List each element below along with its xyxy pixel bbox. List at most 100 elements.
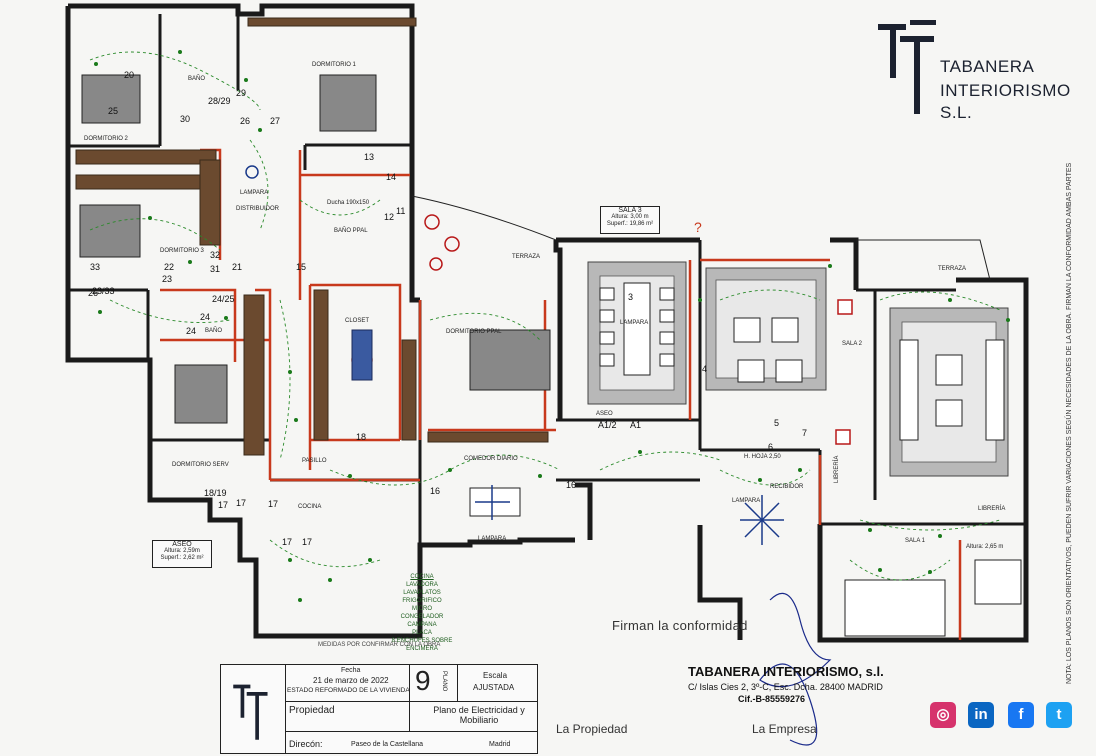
- terrace-edge: [411, 195, 557, 241]
- circuit-number: 31: [210, 264, 220, 274]
- room-label: RECIBIDOR: [770, 484, 804, 490]
- sala3-info-box: SALA 3 Altura: 3,00 m Superf.: 19,86 m²: [600, 206, 660, 234]
- beds: [79, 74, 551, 424]
- room-label: SALA 2: [842, 341, 863, 347]
- terrace-edge-2: [856, 239, 991, 281]
- circuit-number: 21: [232, 262, 242, 272]
- fecha-value: 21 de marzo de 2022: [313, 676, 389, 685]
- circuit-number: 6: [768, 442, 773, 452]
- circuit-number: 29: [236, 88, 246, 98]
- plano-label: PLANO: [441, 671, 447, 692]
- direccion-value: Paseo de la Castellana: [351, 741, 423, 748]
- circuit-number: A1: [630, 420, 641, 430]
- room-label: COCINA: [298, 504, 321, 510]
- room-label: LIBRERÍA: [978, 505, 1005, 512]
- room-label: LIBRERÍA: [833, 456, 840, 483]
- circuit-number: 28/29: [208, 96, 231, 106]
- circuit-number: 23: [162, 274, 172, 284]
- room-label: Altura: 2,65 m: [966, 544, 1003, 550]
- plano-descripcion: Plano de Electricidad y Mobiliario: [433, 705, 525, 725]
- circuit-number: 33: [90, 262, 100, 272]
- kitchen-list-item: LAVADORA: [406, 582, 438, 588]
- circuit-number: 11: [396, 206, 405, 216]
- circuit-number: 32: [210, 250, 220, 260]
- brand-line1: TABANERA: [940, 57, 1035, 76]
- kitchen-list-item: MICRO: [412, 606, 432, 612]
- kitchen-list-title: COCINA: [410, 574, 434, 580]
- signature-empresa: La Empresa: [752, 722, 817, 736]
- room-label: LAMPARA: [732, 498, 760, 504]
- planters: [424, 214, 460, 271]
- circuit-number: 15: [296, 262, 306, 272]
- sala3-title: SALA 3: [618, 207, 642, 214]
- circuit-number: 26: [240, 116, 250, 126]
- living-furniture: [733, 317, 1022, 637]
- circuit-number: 17: [268, 499, 278, 509]
- circuit-number: 22: [164, 262, 174, 272]
- circuit-number: 18/19: [204, 488, 227, 498]
- direccion-label: Direcón:: [289, 739, 323, 749]
- circuit-number: 20: [124, 70, 134, 80]
- circuit-number: 14: [386, 172, 396, 182]
- room-label: BAÑO: [188, 75, 205, 82]
- pillar-red-1: [837, 299, 853, 315]
- title-block-logo-icon: [233, 684, 268, 740]
- kitchen-list-item: CAMPANA: [407, 622, 437, 628]
- aseo-title: ASEO: [172, 541, 192, 548]
- signature-propiedad: La Propiedad: [556, 722, 628, 736]
- room-label: LAMPARA: [620, 320, 648, 326]
- room-label: DORMITORIO 1: [312, 62, 357, 68]
- side-note: NOTA: LOS PLANOS SON ORIENTATIVOS, PUEDE…: [1066, 162, 1073, 684]
- circuit-number: 16: [566, 480, 576, 490]
- plano-number: 9: [415, 665, 431, 696]
- instagram-icon[interactable]: ◎: [930, 702, 956, 728]
- room-label: Ducha 190x150: [327, 200, 370, 206]
- aseo-altura: Altura: 2,59m: [164, 548, 200, 554]
- company-cif: Cif.-B-85559276: [738, 694, 806, 704]
- sala3-superf: Superf.: 19,86 m²: [606, 221, 654, 227]
- circuit-number: 13: [364, 152, 374, 162]
- room-label: SALA 1: [905, 538, 926, 544]
- circuit-number: 5: [774, 418, 779, 428]
- circuit-number: 17: [236, 498, 246, 508]
- kitchen-list-item: CONGELADOR: [400, 614, 444, 620]
- tabanera-logo-icon: [878, 20, 936, 114]
- fecha-label: Fecha: [341, 667, 361, 674]
- brand-line2: INTERIORISMO S.L.: [940, 81, 1071, 122]
- twitter-icon[interactable]: t: [1046, 702, 1072, 728]
- kitchen-list-item: LAVAPLATOS: [403, 590, 441, 596]
- electric-points: [94, 50, 1010, 602]
- kitchen-list-item: PLACA: [412, 630, 432, 636]
- electric-circuits: [89, 51, 1001, 581]
- firman-label: Firman la conformidad: [612, 618, 748, 633]
- aseo-info-box: ASEO Altura: 2,59m Superf.: 2,62 m²: [152, 540, 212, 568]
- circuit-number: 24: [186, 326, 196, 336]
- circuit-number: A1/2: [598, 420, 617, 430]
- circuit-number: 17: [282, 537, 292, 547]
- circuit-number: 4: [702, 364, 707, 374]
- escala-value: AJUSTADA: [473, 683, 515, 692]
- pillar-red-2: [835, 429, 851, 445]
- circuit-number: 30: [180, 114, 190, 124]
- room-label: LAMPARA: [240, 190, 268, 196]
- circuit-number: 23/33: [92, 286, 115, 296]
- room-label: ASEO: [596, 411, 613, 417]
- room-label: LAMPARA: [478, 536, 506, 542]
- aseo-superf: Superf.: 2,62 m²: [160, 555, 204, 561]
- signature-scribble: [759, 592, 832, 746]
- circuit-number: 16: [430, 486, 440, 496]
- linkedin-icon[interactable]: in: [968, 702, 994, 728]
- room-label: DORMITORIO 3: [160, 248, 205, 254]
- brand-wordmark: TABANERA INTERIORISMO S.L.: [940, 56, 1096, 124]
- facebook-icon[interactable]: f: [1008, 702, 1034, 728]
- new-partitions: [160, 148, 962, 640]
- room-label: PASILLO: [302, 458, 327, 464]
- company-name: TABANERA INTERIORISMO, s.l.: [688, 664, 884, 679]
- circuit-number: 26: [88, 288, 98, 298]
- circuit-number: 17: [302, 537, 312, 547]
- closet-island: [351, 329, 373, 381]
- room-label: COMEDOR DIARIO: [464, 456, 518, 462]
